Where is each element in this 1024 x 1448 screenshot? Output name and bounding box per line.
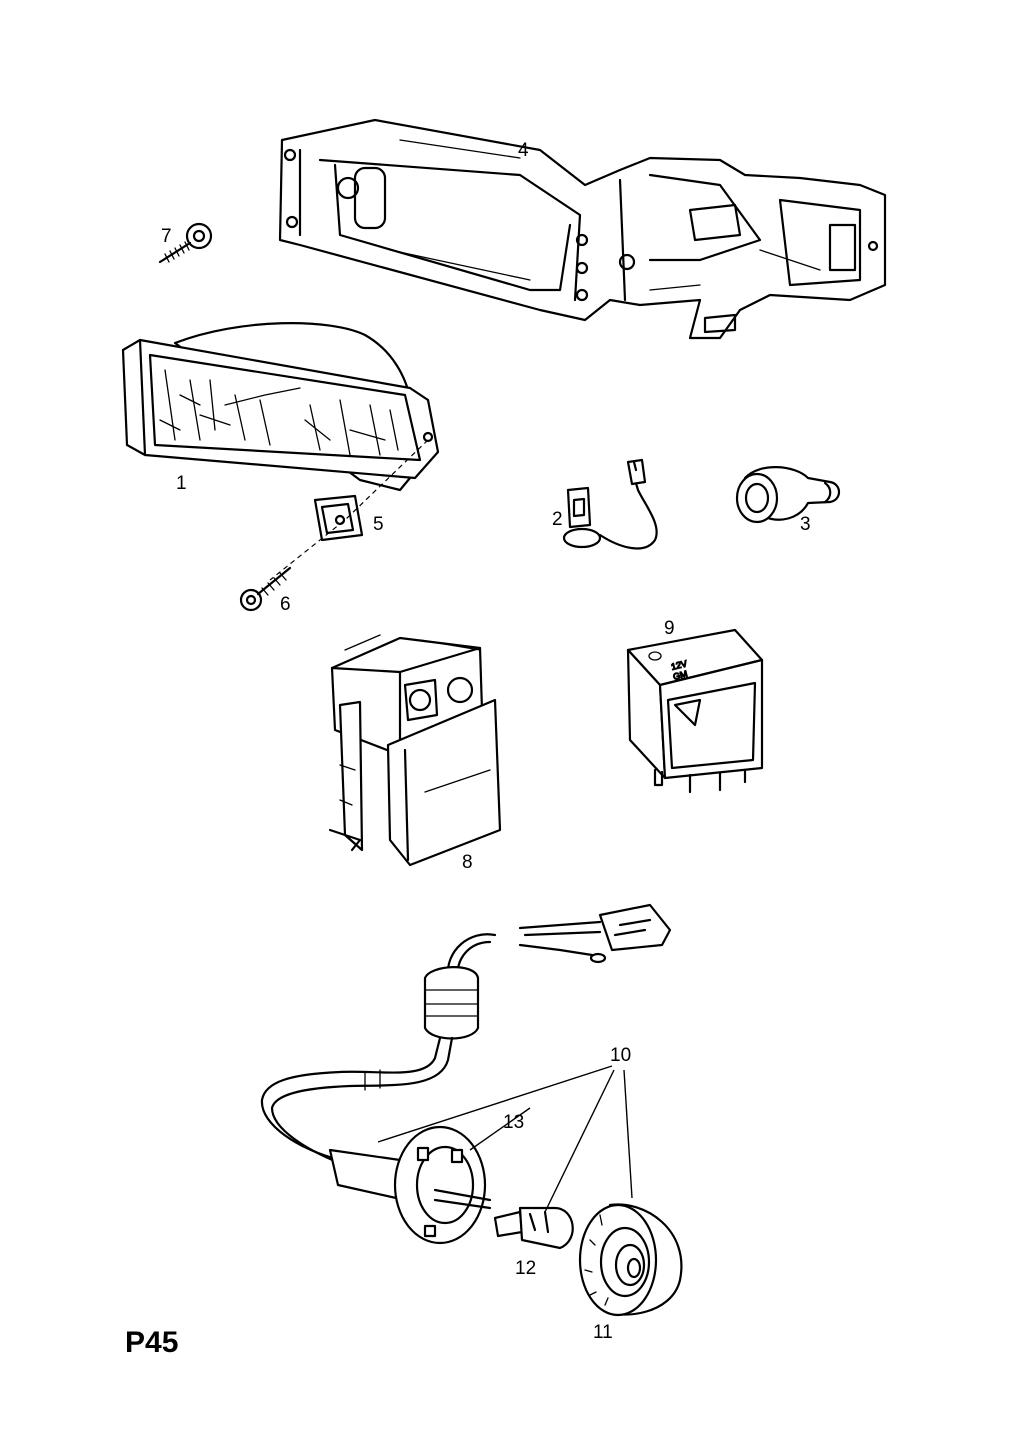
callout-10: 10 [610, 1045, 631, 1066]
part-6-screw [239, 566, 292, 612]
callout-12: 12 [515, 1258, 536, 1279]
callout-1: 1 [176, 473, 187, 494]
part-4-bracket [278, 118, 887, 340]
part-3-boot [735, 466, 841, 524]
page-code: P45 [125, 1326, 178, 1359]
part-10-harness [260, 903, 672, 1245]
fixing-line-5 [269, 439, 429, 581]
callout-8: 8 [462, 852, 473, 873]
part-2-bulb [562, 458, 658, 550]
part-5-clip [313, 494, 364, 542]
callout-3: 3 [800, 514, 811, 535]
callout-13: 13 [503, 1112, 524, 1133]
callout-9: 9 [664, 618, 675, 639]
callout-2: 2 [552, 509, 563, 530]
callout-5: 5 [373, 514, 384, 535]
part-9-relay: 12V GM [626, 628, 764, 794]
leader-lines [377, 1065, 633, 1213]
relay-text-12v: 12V [670, 658, 688, 672]
part-1-fog-lamp [121, 322, 440, 492]
part-8-switch [328, 634, 502, 867]
callout-11: 11 [593, 1322, 613, 1343]
callout-4: 4 [518, 140, 529, 161]
part-7-screw [158, 222, 213, 264]
part-12-bulb [493, 1206, 574, 1250]
callout-6: 6 [280, 594, 291, 615]
part-11-cap [578, 1203, 683, 1317]
callout-7: 7 [161, 226, 172, 247]
relay-text-gm: GM [672, 669, 688, 682]
